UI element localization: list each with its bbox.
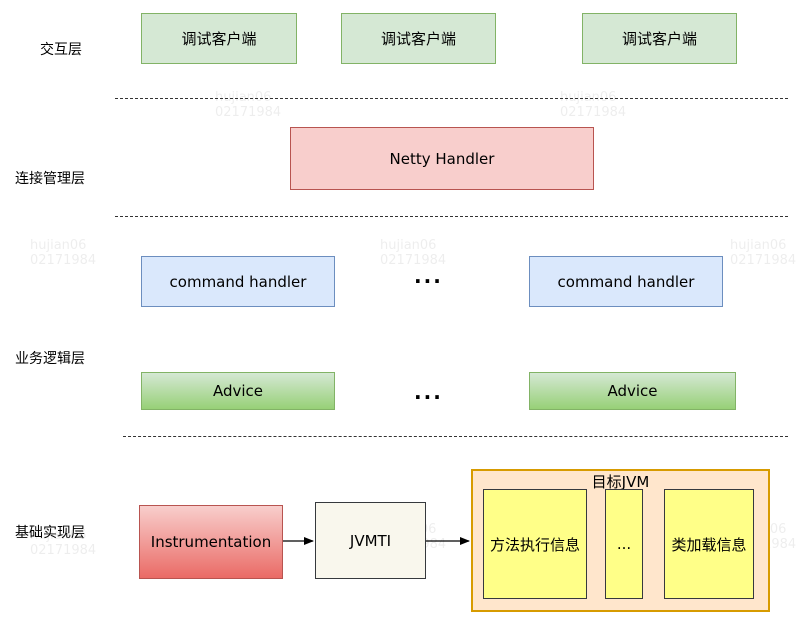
- layer-label-connection: 连接管理层: [15, 171, 85, 187]
- command-handler-box-2: command handler: [529, 256, 723, 307]
- layer-label-business: 业务逻辑层: [15, 351, 85, 367]
- debug-client-box-3: 调试客户端: [582, 13, 737, 64]
- instrumentation-box: Instrumentation: [139, 505, 283, 579]
- netty-handler-box: Netty Handler: [290, 127, 594, 190]
- layer-separator: [115, 216, 788, 217]
- layer-separator: [123, 436, 788, 437]
- layer-separator: [115, 98, 788, 99]
- debug-client-box-1: 调试客户端: [141, 13, 297, 64]
- target-jvm-title: 目标JVM: [591, 473, 650, 491]
- jvm-ellipsis-box: ...: [605, 489, 643, 599]
- layer-label-foundation: 基础实现层: [15, 525, 85, 541]
- layer-label-interaction: 交互层: [40, 42, 82, 58]
- class-loading-info-box: 类加载信息: [664, 489, 754, 599]
- debug-client-box-2: 调试客户端: [341, 13, 496, 64]
- command-handler-box-1: command handler: [141, 256, 335, 307]
- ellipsis: ...: [414, 380, 443, 404]
- ellipsis: ...: [414, 264, 443, 288]
- advice-box-1: Advice: [141, 372, 335, 410]
- method-execution-info-box: 方法执行信息: [483, 489, 587, 599]
- advice-box-2: Advice: [529, 372, 736, 410]
- jvmti-box: JVMTI: [315, 502, 426, 579]
